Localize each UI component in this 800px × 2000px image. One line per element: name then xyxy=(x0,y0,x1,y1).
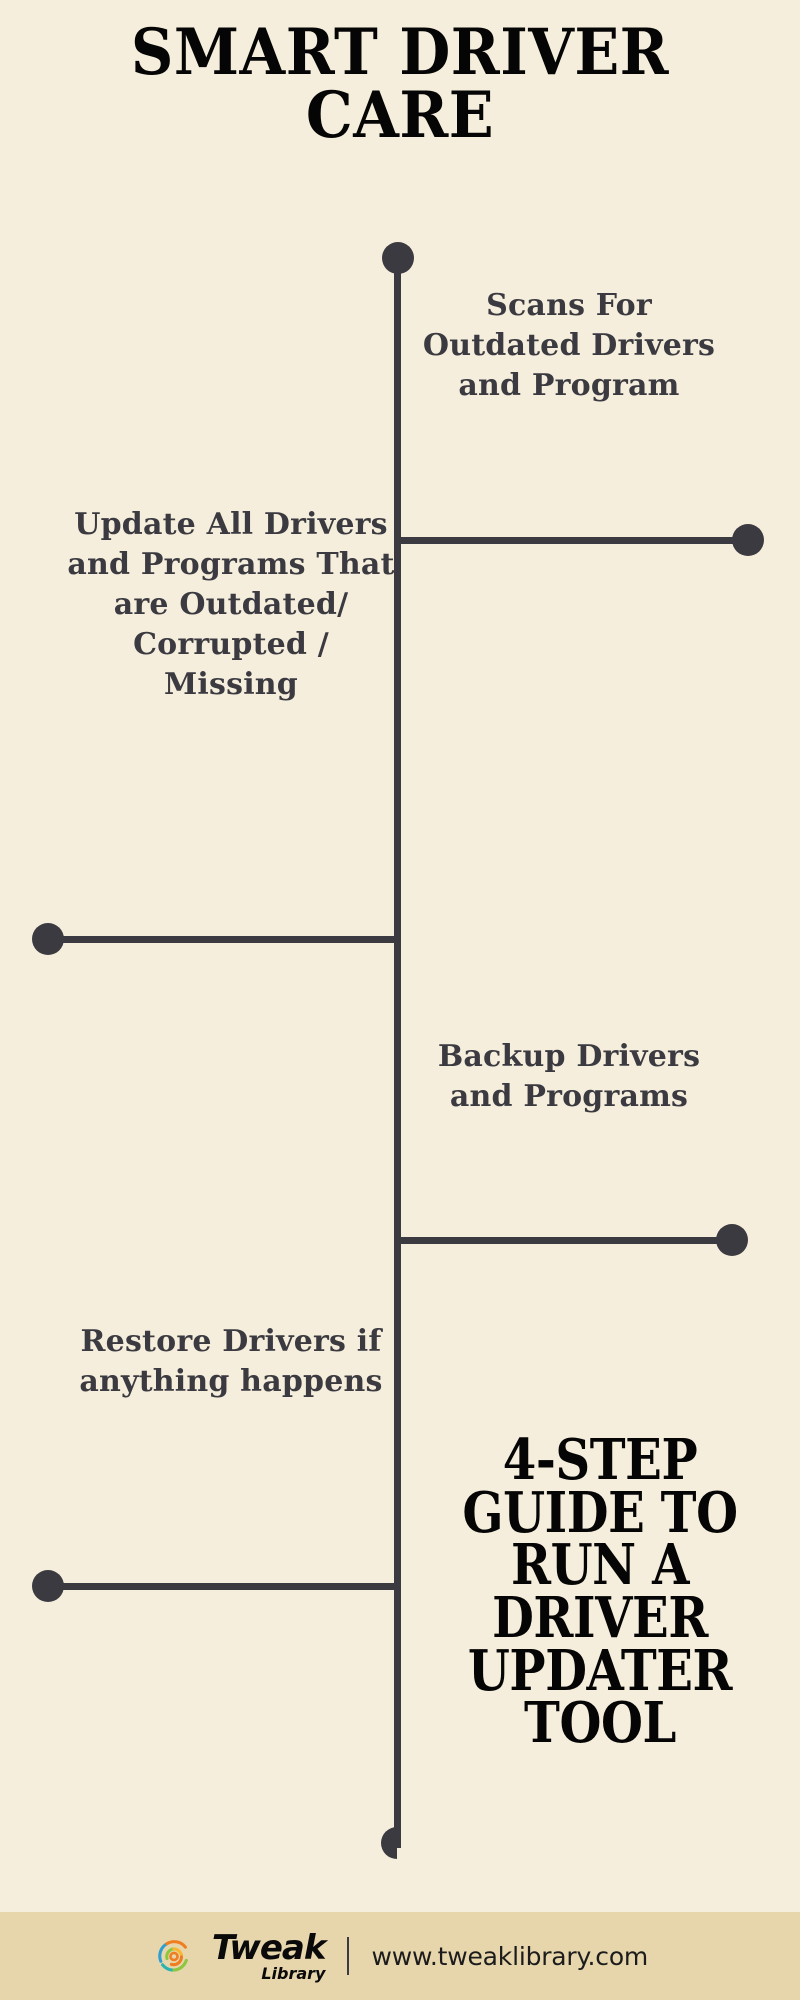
brand-name-primary: Tweak xyxy=(211,1927,327,1968)
timeline-step-4-label: Restore Drivers if anything happens xyxy=(79,1324,383,1399)
timeline-connector-step-2 xyxy=(46,936,401,943)
website-url[interactable]: www.tweaklibrary.com xyxy=(371,1941,649,1971)
timeline-node-step-1 xyxy=(732,524,764,556)
timeline-node-start xyxy=(382,242,414,274)
timeline-connector-step-4 xyxy=(46,1583,401,1590)
headline-text: 4-STEP GUIDE TO RUN A DRIVER UPDATER TOO… xyxy=(462,1427,738,1757)
footer-divider xyxy=(347,1937,350,1975)
timeline-node-step-2 xyxy=(32,923,64,955)
timeline-step-3-label: Backup Drivers and Programs xyxy=(437,1039,701,1114)
tweak-library-spiral-logo-icon xyxy=(152,1934,196,1978)
timeline-step-2-label: Update All Drivers and Programs That are… xyxy=(67,507,395,702)
brand-name-secondary: Library xyxy=(261,1963,326,1983)
timeline-step-1-label: Scans For Outdated Drivers and Program xyxy=(422,288,716,403)
timeline-connector-step-1 xyxy=(396,537,746,544)
timeline-node-end xyxy=(381,1827,397,1859)
brand-wordmark: Tweak Library xyxy=(211,1927,327,1983)
page-title: SMART DRIVER CARE xyxy=(130,15,670,153)
footer-content: Tweak Library www.tweaklibrary.com xyxy=(152,1931,648,1982)
footer-bar: Tweak Library www.tweaklibrary.com xyxy=(0,1912,800,2000)
timeline-vertical-line xyxy=(394,258,401,1848)
timeline-node-step-4 xyxy=(32,1570,64,1602)
timeline-connector-step-3 xyxy=(396,1237,730,1244)
timeline-node-step-3 xyxy=(716,1224,748,1256)
